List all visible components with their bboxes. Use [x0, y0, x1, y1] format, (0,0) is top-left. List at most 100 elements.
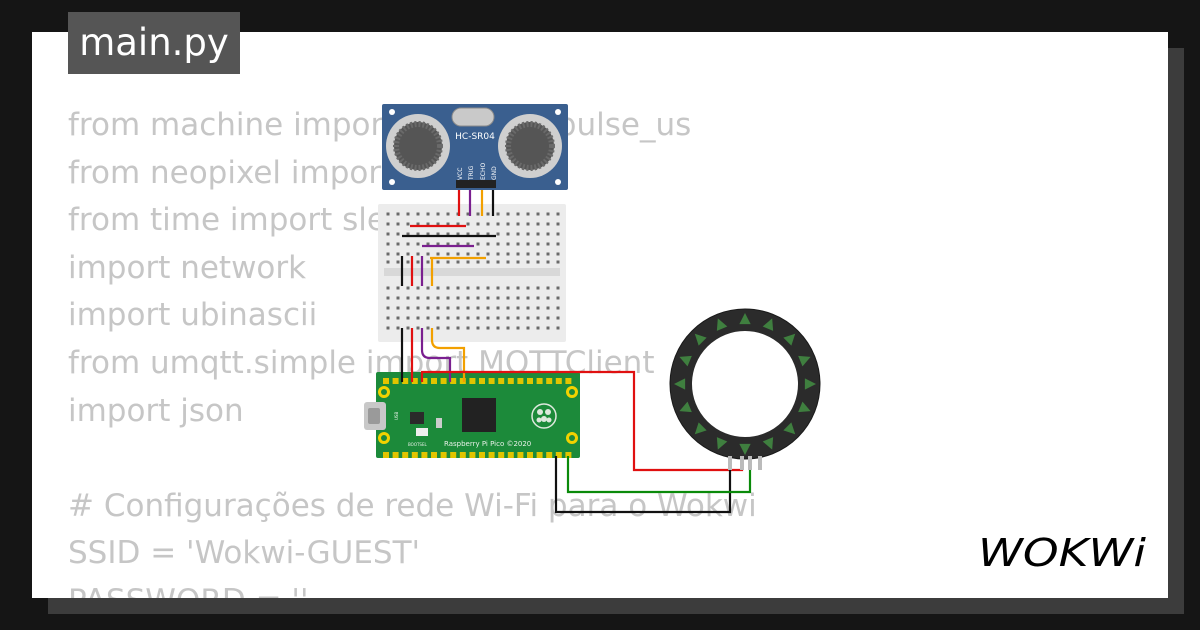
breadboard-hole	[386, 306, 390, 310]
breadboard-hole	[396, 242, 400, 246]
breadboard-hole	[526, 296, 530, 300]
breadboard-hole	[456, 326, 460, 330]
breadboard-hole	[416, 316, 420, 320]
breadboard-hole	[426, 306, 430, 310]
breadboard-hole	[436, 326, 440, 330]
breadboard-hole	[476, 212, 480, 216]
breadboard-hole	[456, 232, 460, 236]
neopixel-led	[739, 313, 751, 325]
breadboard-hole	[496, 232, 500, 236]
breadboard-hole	[556, 316, 560, 320]
breadboard-hole	[476, 296, 480, 300]
pico-pin	[507, 452, 514, 458]
breadboard-hole	[466, 212, 470, 216]
breadboard-hole	[416, 242, 420, 246]
breadboard-hole	[436, 286, 440, 290]
rp2040-chip	[462, 398, 496, 432]
breadboard-hole	[466, 232, 470, 236]
neopixel-led	[783, 333, 796, 346]
breadboard-hole	[556, 252, 560, 256]
wokwi-logo-text: WOKWi	[978, 531, 1147, 575]
bootsel-button	[416, 428, 428, 436]
breadboard-hole	[506, 286, 510, 290]
breadboard-hole	[386, 316, 390, 320]
breadboard-hole	[506, 242, 510, 246]
neopixel-led	[798, 355, 811, 367]
breadboard-hole	[446, 232, 450, 236]
breadboard-hole	[406, 286, 410, 290]
breadboard-hole	[406, 212, 410, 216]
breadboard-hole	[456, 286, 460, 290]
breadboard-hole	[516, 260, 520, 264]
breadboard-hole	[476, 286, 480, 290]
breadboard-hole	[516, 326, 520, 330]
breadboard-hole	[406, 316, 410, 320]
breadboard-hole	[536, 222, 540, 226]
pico-pin	[440, 452, 447, 458]
pico-pin	[383, 378, 389, 384]
pico-pin	[498, 452, 505, 458]
pico-pin	[421, 378, 428, 384]
pico-pin	[469, 378, 476, 384]
breadboard-hole	[416, 326, 420, 330]
breadboard-hole	[536, 252, 540, 256]
breadboard-hole	[426, 252, 430, 256]
pico-pin	[555, 378, 562, 384]
pin-label-vcc: VCC	[457, 168, 464, 180]
file-tab: main.py	[68, 12, 240, 74]
breadboard-hole	[396, 222, 400, 226]
pico-pin	[517, 378, 524, 384]
breadboard-hole	[486, 252, 490, 256]
breadboard-hole	[486, 286, 490, 290]
breadboard-hole	[406, 326, 410, 330]
breadboard-hole	[486, 222, 490, 226]
pin-label-trig: TRIG	[468, 165, 475, 181]
breadboard-hole	[426, 212, 430, 216]
breadboard-hole	[546, 242, 550, 246]
breadboard-hole	[526, 242, 530, 246]
breadboard-hole	[416, 212, 420, 216]
breadboard-hole	[436, 296, 440, 300]
pico-pin	[546, 452, 553, 458]
breadboard-hole	[406, 296, 410, 300]
breadboard-hole	[386, 222, 390, 226]
breadboard-hole	[556, 286, 560, 290]
breadboard-hole	[466, 286, 470, 290]
crystal	[451, 107, 495, 127]
breadboard-hole	[546, 316, 550, 320]
breadboard-hole	[486, 306, 490, 310]
code-line-4: import network	[68, 249, 307, 286]
breadboard-hole	[516, 306, 520, 310]
breadboard-hole	[506, 212, 510, 216]
breadboard-hole	[476, 242, 480, 246]
breadboard	[378, 204, 566, 342]
breadboard-hole	[546, 296, 550, 300]
breadboard-hole	[446, 260, 450, 264]
pin-label-echo: ECHO	[480, 163, 487, 180]
breadboard-hole	[486, 212, 490, 216]
breadboard-hole	[416, 232, 420, 236]
pico-pin	[392, 378, 399, 384]
breadboard-hole	[536, 232, 540, 236]
breadboard-hole	[536, 242, 540, 246]
breadboard-hole	[396, 296, 400, 300]
wokwi-logo: WOKWi	[978, 531, 1147, 575]
breadboard-hole	[496, 260, 500, 264]
breadboard-hole	[406, 222, 410, 226]
neopixel-led	[716, 437, 728, 450]
breadboard-hole	[536, 306, 540, 310]
breadboard-hole	[546, 232, 550, 236]
breadboard-hole	[516, 242, 520, 246]
pin-label-gnd: GND	[491, 166, 498, 180]
pico-pin	[431, 452, 437, 458]
pico-pin	[402, 452, 409, 458]
raspberry-pi-pico: Raspberry Pi Pico ©2020 BOOTSEL USB	[364, 372, 580, 458]
breadboard-hole	[496, 212, 500, 216]
breadboard-hole	[556, 212, 560, 216]
breadboard-hole	[436, 232, 440, 236]
breadboard-hole	[506, 252, 510, 256]
neopixel-led	[762, 437, 774, 450]
breadboard-hole	[386, 232, 390, 236]
